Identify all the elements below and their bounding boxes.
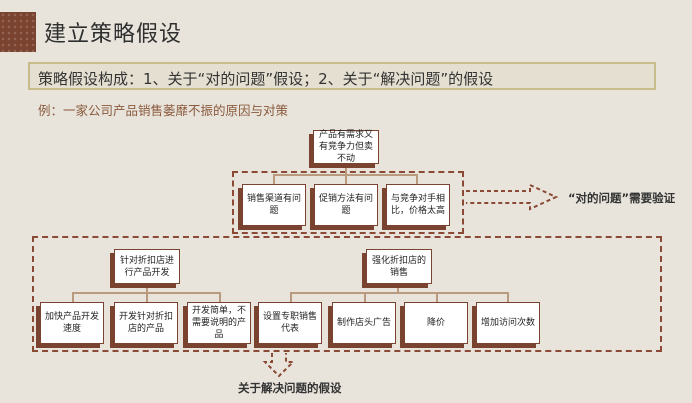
- solution-node: 针对折扣店进行产品开发: [114, 249, 180, 284]
- connector: [416, 174, 418, 184]
- problem-dashed-box: [232, 171, 464, 234]
- connector: [146, 283, 148, 293]
- solution-dashed-box: [32, 236, 662, 352]
- solution-node: 强化折扣店的销售: [366, 249, 432, 284]
- connector: [345, 163, 347, 175]
- connector: [146, 292, 148, 302]
- right-arrow-icon: [466, 183, 559, 211]
- corner-pattern: [0, 12, 36, 52]
- corner-decoration: [0, 12, 36, 52]
- solution-child-node: 制作店头广告: [332, 302, 396, 344]
- solution-child-node: 设置专职销售代表: [258, 302, 322, 344]
- root-node: 产品有需求又有竞争力但卖不动: [313, 130, 379, 164]
- solution-child-node: 开发简单，不需要说明的产品: [187, 302, 251, 344]
- problem-node: 与竞争对手相比，价格太高: [386, 184, 450, 226]
- connector: [219, 292, 221, 302]
- solution-child-node: 降价: [404, 302, 468, 344]
- connector: [397, 283, 399, 293]
- connector: [72, 292, 74, 302]
- problem-node: 促销方法有问题: [314, 184, 378, 226]
- bottom-arrow-label: 关于解决问题的假设: [238, 381, 342, 395]
- problem-node: 销售渠道有问题: [242, 184, 306, 226]
- connector: [436, 292, 438, 302]
- solution-child-node: 开发针对折扣店的产品: [114, 302, 178, 344]
- banner-text: 策略假设构成：1、关于“对的问题”假设；2、关于“解决问题”的假设: [38, 70, 494, 88]
- page-title: 建立策略假设: [44, 22, 183, 47]
- connector: [345, 174, 347, 184]
- solution-child-node: 加快产品开发速度: [40, 302, 104, 344]
- connector: [507, 292, 509, 302]
- banner: 策略假设构成：1、关于“对的问题”假设；2、关于“解决问题”的假设: [28, 62, 656, 90]
- connector: [290, 292, 292, 302]
- example-caption: 例：一家公司产品销售萎靡不振的原因与对策: [38, 103, 289, 118]
- down-arrow-icon: [262, 353, 296, 378]
- connector: [273, 174, 275, 184]
- solution-child-node: 增加访问次数: [476, 302, 540, 344]
- connector: [290, 292, 508, 294]
- right-arrow-label: “对的问题”需要验证: [568, 191, 676, 205]
- connector: [364, 292, 366, 302]
